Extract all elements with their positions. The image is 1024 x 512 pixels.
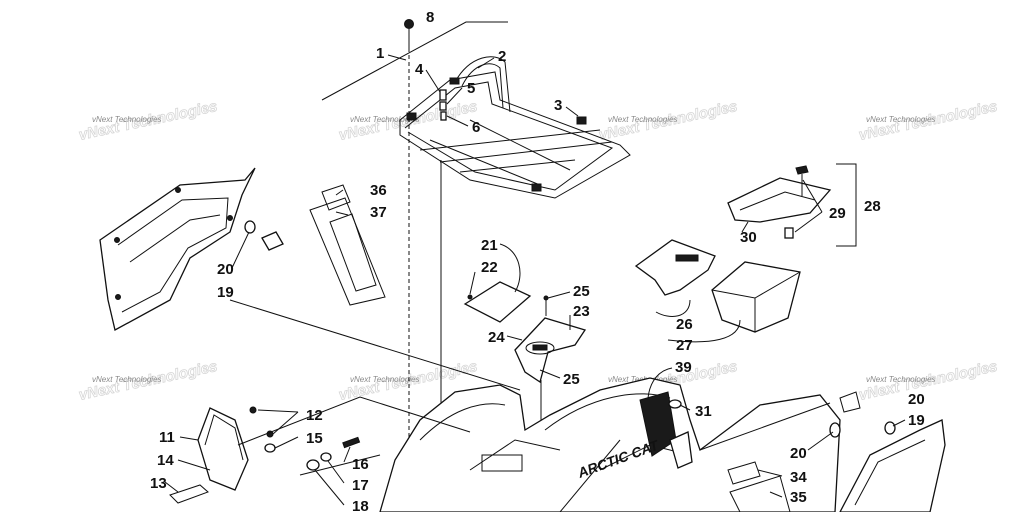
rack-mount — [406, 112, 417, 121]
callout-30: 30 — [740, 229, 757, 246]
rack-mount — [531, 183, 542, 192]
screw-12 — [249, 406, 257, 414]
callout-21: 21 — [481, 237, 498, 254]
callout-8: 8 — [426, 9, 434, 26]
decal-35 — [729, 475, 791, 512]
guide-lines — [229, 299, 831, 476]
center-panels — [463, 281, 587, 512]
rack-hoop — [454, 56, 511, 113]
nut-6 — [440, 111, 447, 121]
decals-36-37 — [309, 184, 386, 306]
bolt-4 — [439, 89, 447, 101]
callout-39: 39 — [675, 359, 692, 376]
fastener-20-right2 — [884, 421, 896, 435]
callout-11: 11 — [159, 429, 175, 446]
left-fender-hardware — [169, 396, 471, 504]
callout-28: 28 — [864, 198, 881, 215]
pushnut — [261, 231, 284, 251]
rack-mount-3 — [576, 116, 587, 125]
callout-12: 12 — [306, 407, 323, 424]
washer-18 — [306, 459, 320, 471]
left-side-panel — [99, 167, 284, 331]
callout-14: 14 — [157, 452, 174, 469]
callout-27: 27 — [676, 337, 693, 354]
rear-rack — [321, 19, 631, 512]
callout-1: 1 — [376, 45, 384, 62]
callout-22: 22 — [481, 259, 498, 276]
tray-26 — [634, 239, 716, 296]
decal-37 — [309, 197, 386, 306]
callout-36: 36 — [370, 182, 387, 199]
storage-compartment — [634, 163, 857, 333]
watermark: vNext Technologies — [866, 115, 936, 124]
fender-body — [379, 377, 841, 512]
callout-19b: 19 — [908, 412, 925, 429]
assembly-bracket — [321, 21, 508, 101]
callout-15: 15 — [306, 430, 323, 447]
callout-24: 24 — [488, 329, 505, 346]
fastener-20 — [244, 220, 256, 234]
side-panel-19 — [99, 167, 256, 331]
callout-20a: 20 — [217, 261, 234, 278]
panel-24 — [514, 317, 587, 384]
rack-frame — [399, 71, 631, 199]
lid-30 — [727, 177, 832, 223]
callout-4: 4 — [415, 61, 424, 78]
side-panel-inner — [117, 197, 229, 313]
callout-31: 31 — [695, 403, 712, 420]
callout-19a: 19 — [217, 284, 234, 301]
pushnut-right — [839, 391, 861, 413]
nut-17 — [320, 452, 332, 462]
callout-2: 2 — [498, 48, 506, 65]
watermark: vNext Technologies — [350, 375, 420, 384]
screw-25 — [543, 295, 549, 301]
watermark: vNext Technologies — [608, 115, 678, 124]
decal-34 — [727, 461, 761, 485]
latch-29b — [784, 227, 794, 239]
callout-16: 16 — [352, 456, 369, 473]
callout-5: 5 — [467, 80, 475, 97]
callout-23: 23 — [573, 303, 590, 320]
watermark: vNext Technologies — [866, 375, 936, 384]
bracket-28 — [836, 163, 857, 247]
callouts: 1 2 3 4 5 6 8 36 37 20 19 21 22 25 23 24… — [150, 9, 925, 512]
bolt-8 — [404, 19, 414, 29]
right-side-panel — [829, 391, 946, 512]
callout-37: 37 — [370, 204, 387, 221]
fastener-31 — [668, 399, 682, 409]
mount-bracket — [669, 431, 693, 469]
rack-frame-inner — [404, 81, 614, 191]
latch-29 — [795, 165, 809, 175]
callout-13: 13 — [150, 475, 167, 492]
fastener-20-right — [829, 422, 841, 438]
watermark: vNext Technologies — [92, 375, 162, 384]
callout-25b: 25 — [563, 371, 580, 388]
spring-13 — [169, 484, 209, 504]
callout-6: 6 — [472, 119, 480, 136]
decal-36 — [321, 184, 351, 211]
callout-25a: 25 — [573, 283, 590, 300]
rear-fender: ARCTIC CAT — [379, 377, 841, 512]
leader-lines — [164, 54, 906, 506]
bolt-16 — [342, 436, 361, 449]
callout-17: 17 — [352, 477, 369, 494]
watermark: vNext Technologies — [350, 115, 420, 124]
panel-21 — [463, 281, 532, 323]
callout-3: 3 — [554, 97, 562, 114]
callout-35: 35 — [790, 489, 807, 506]
rack-mount — [449, 77, 460, 85]
callout-29: 29 — [829, 205, 846, 222]
screw-22 — [467, 294, 473, 300]
callout-34: 34 — [790, 469, 807, 486]
callout-26: 26 — [676, 316, 693, 333]
watermark: vNext Technologies — [92, 115, 162, 124]
callout-20b: 20 — [908, 391, 925, 408]
washer-5 — [439, 101, 447, 111]
callout-20c: 20 — [790, 445, 807, 462]
callout-18: 18 — [352, 498, 369, 512]
